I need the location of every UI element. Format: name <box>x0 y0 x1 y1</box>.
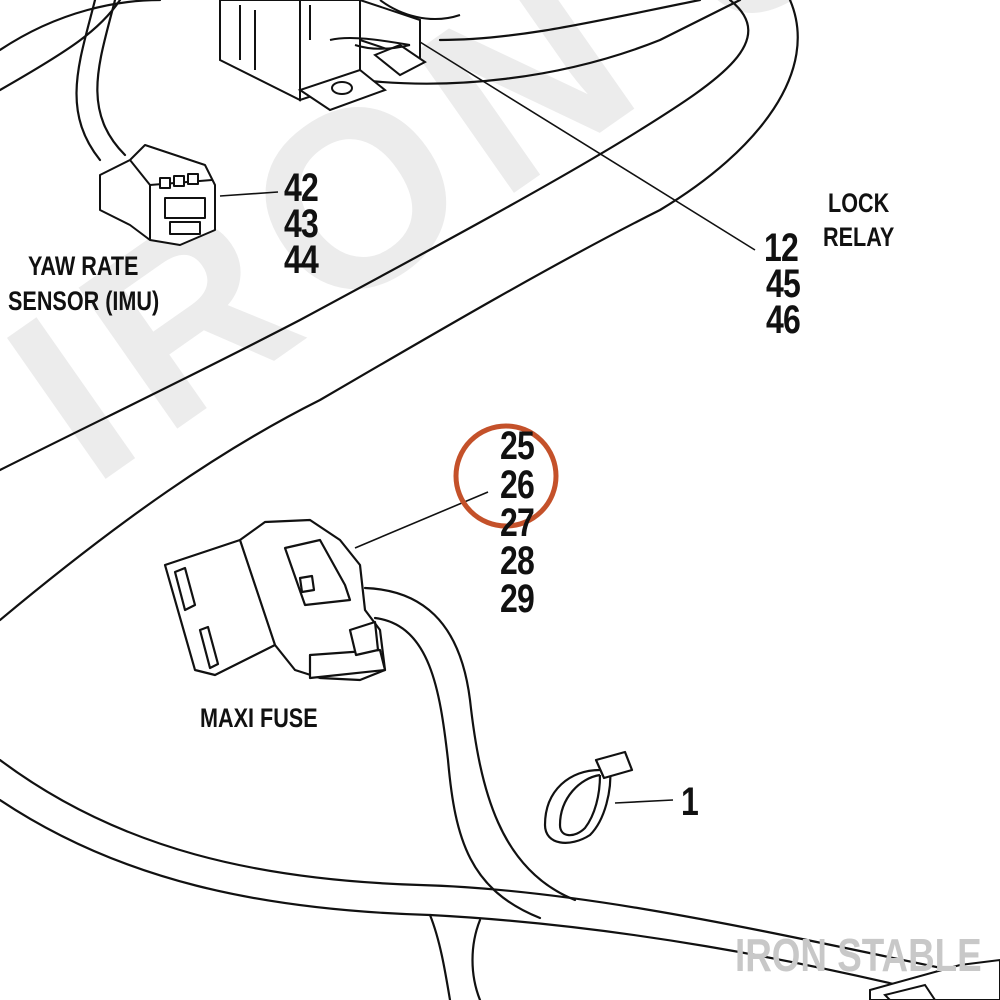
yaw-sensor-label-line2: SENSOR (IMU) <box>8 286 160 316</box>
lock-relay-label-line1: LOCK <box>828 188 890 218</box>
yaw-sensor-label-line1: YAW RATE <box>28 251 139 281</box>
partial-component-bottom-right <box>869 958 1000 1000</box>
maxi-fuse-wire-outer <box>363 586 577 902</box>
lower-harness-upper-edge <box>0 758 1000 982</box>
callout-42: 42 <box>284 166 319 210</box>
callout-1: 1 <box>681 780 699 824</box>
leader-relay <box>419 41 756 251</box>
maxi-fuse-wire-inner <box>373 616 542 920</box>
cable-strap <box>543 750 634 844</box>
callout-12: 12 <box>764 226 799 270</box>
yaw-sensor-connector <box>99 144 216 246</box>
lock-relay-body <box>219 0 427 112</box>
leader-maxi-fuse <box>354 491 489 549</box>
leader-yaw <box>219 191 279 197</box>
callout-26: 26 <box>500 463 535 507</box>
callout-25: 25 <box>500 424 535 468</box>
highlight-circle <box>453 423 559 529</box>
lock-relay-label-line2: RELAY <box>823 222 895 252</box>
brand-watermark: IRON STABLE <box>735 929 982 981</box>
yaw-sensor-wire <box>75 0 102 162</box>
main-harness-upper-edge <box>0 0 750 472</box>
callout-46: 46 <box>766 298 801 342</box>
maxi-fuse-holder <box>163 518 387 682</box>
callout-43: 43 <box>284 202 319 246</box>
upper-left-harness <box>0 0 162 52</box>
callout-45: 45 <box>766 262 801 306</box>
callout-28: 28 <box>500 539 535 583</box>
leader-strap <box>614 799 674 804</box>
main-harness-lower-edge <box>0 0 799 622</box>
maxi-fuse-label: MAXI FUSE <box>200 703 318 733</box>
callout-44: 44 <box>284 238 319 282</box>
leader-lines <box>219 41 756 804</box>
callout-29: 29 <box>500 577 535 621</box>
relay-harness <box>438 0 702 42</box>
callout-27: 27 <box>500 501 535 545</box>
